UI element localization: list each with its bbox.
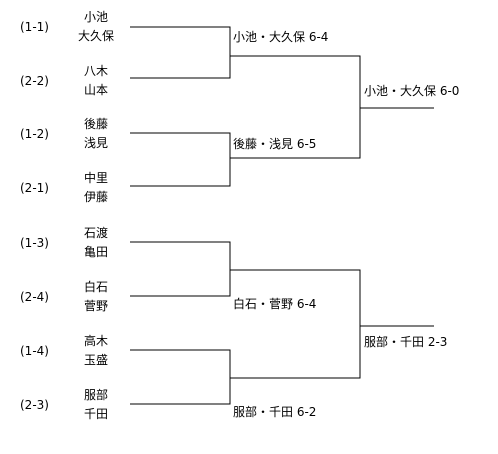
player-name: 亀田 [83, 245, 108, 259]
match-score: 6-4 [308, 30, 329, 44]
seed-label: (1-1) [20, 20, 49, 34]
winner-name: 後藤・浅見 [233, 137, 294, 151]
player-name: 後藤 [83, 117, 108, 131]
winner-name: 小池・大久保 [364, 84, 437, 98]
match-score: 6-2 [296, 405, 317, 419]
player-name: 高木 [83, 334, 108, 348]
player-name: 石渡 [83, 226, 108, 240]
bracket-line [130, 349, 231, 405]
player-pair: 高木 玉盛 [76, 332, 116, 370]
bracket-line [230, 55, 361, 159]
match-score: 6-4 [296, 297, 317, 311]
player-pair: 白石 菅野 [76, 278, 116, 316]
bracket-line [130, 132, 231, 187]
player-pair: 石渡 亀田 [76, 224, 116, 262]
match-result: 小池・大久保 6-0 [364, 84, 462, 98]
player-name: 千田 [83, 407, 108, 421]
player-pair: 服部 千田 [76, 386, 116, 424]
player-name: 山本 [83, 83, 108, 97]
match-score: 2-3 [427, 335, 448, 349]
seed-label: (1-4) [20, 344, 49, 358]
seed-label: (1-3) [20, 236, 49, 250]
player-pair: 中里 伊藤 [76, 169, 116, 207]
player-name: 服部 [83, 388, 108, 402]
winner-name: 服部・千田 [364, 335, 425, 349]
bracket-line [130, 241, 231, 297]
bracket-line [130, 26, 231, 79]
match-score: 6-5 [296, 137, 317, 151]
match-result: 後藤・浅見 6-5 [233, 137, 319, 151]
player-name: 白石 [83, 280, 108, 294]
winner-name: 服部・千田 [233, 405, 294, 419]
seed-label: (1-2) [20, 127, 49, 141]
match-score: 6-0 [439, 84, 460, 98]
winner-name: 小池・大久保 [233, 30, 306, 44]
player-name: 大久保 [77, 29, 114, 43]
match-result: 服部・千田 2-3 [364, 335, 450, 349]
seed-label: (2-1) [20, 181, 49, 195]
player-pair: 小池 大久保 [76, 8, 116, 46]
player-name: 中里 [83, 171, 108, 185]
seed-label: (2-2) [20, 74, 49, 88]
seed-label: (2-4) [20, 290, 49, 304]
bracket-line [230, 269, 361, 379]
player-pair: 八木 山本 [76, 62, 116, 100]
seed-label: (2-3) [20, 398, 49, 412]
match-result: 小池・大久保 6-4 [233, 30, 331, 44]
player-pair: 後藤 浅見 [76, 115, 116, 153]
match-result: 服部・千田 6-2 [233, 405, 319, 419]
player-name: 玉盛 [83, 353, 108, 367]
player-name: 浅見 [83, 136, 108, 150]
player-name: 菅野 [83, 299, 108, 313]
player-name: 八木 [83, 64, 108, 78]
player-name: 小池 [83, 10, 108, 24]
winner-name: 白石・菅野 [233, 297, 294, 311]
match-result: 白石・菅野 6-4 [233, 297, 319, 311]
player-name: 伊藤 [83, 190, 108, 204]
